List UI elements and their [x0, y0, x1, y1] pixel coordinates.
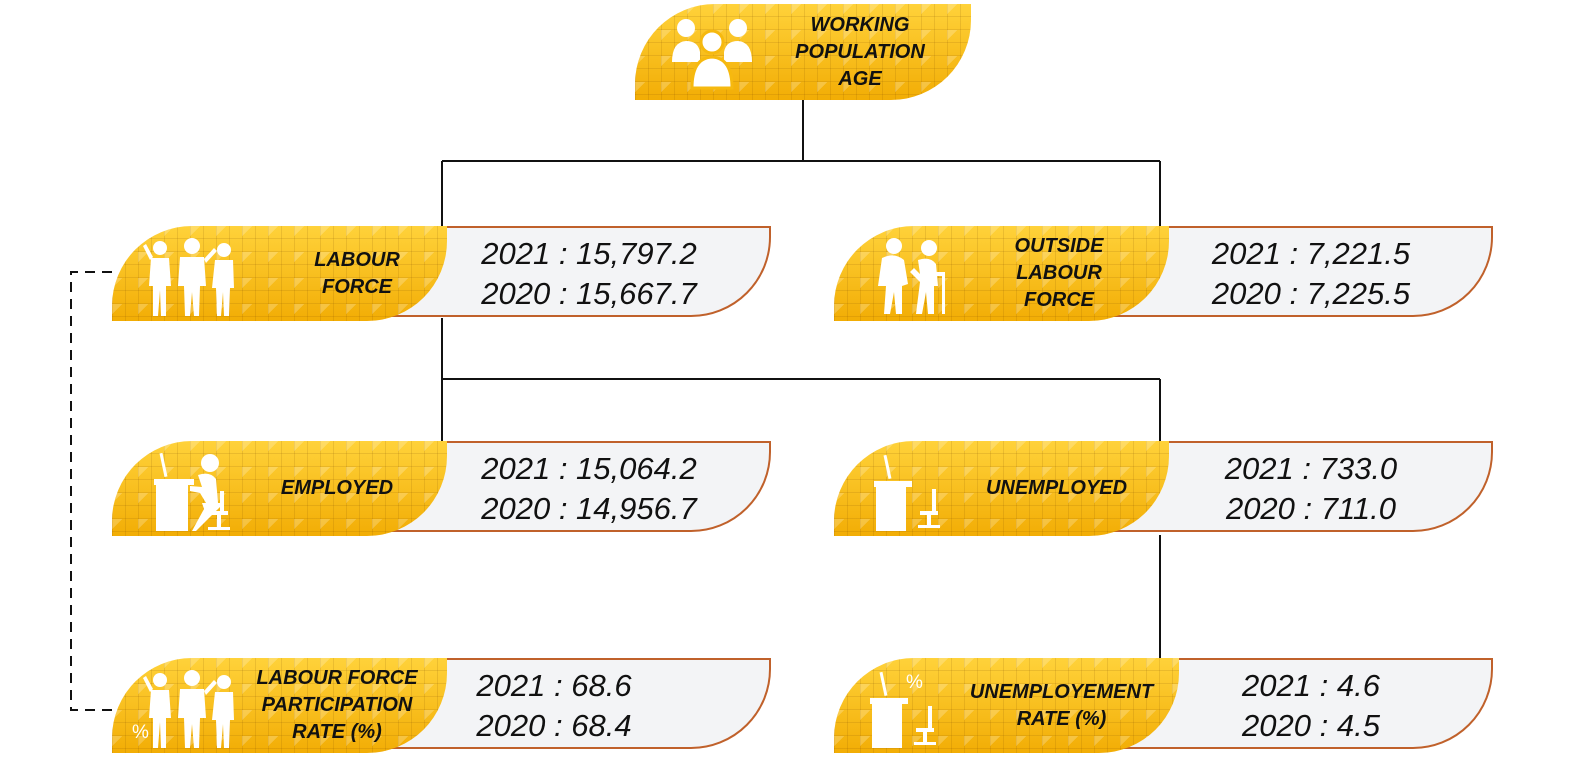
node-employed: 2021 : 15,064.2 2020 : 14,956.7 [112, 441, 771, 536]
value-list: 2021 : 15,064.2 2020 : 14,956.7 [454, 443, 724, 534]
label-line: RATE (%) [292, 720, 382, 743]
value-list: 2021 : 68.6 2020 : 68.4 [434, 660, 674, 751]
workers-percent-icon [142, 668, 242, 750]
elderly-couple-icon [874, 236, 954, 316]
value-list: 2021 : 4.6 2020 : 4.5 [1181, 660, 1441, 751]
label-line: LABOUR [314, 248, 400, 271]
value-2021: 2021 : 68.6 [476, 667, 632, 703]
label-text: UNEMPLOYEMENT RATE (%) [954, 658, 1169, 753]
percent-mark: % [906, 672, 923, 693]
label-line: UNEMPLOYEMENT [969, 680, 1154, 703]
label-line: UNEMPLOYED [985, 477, 1128, 499]
root-node-working-population-age: WORKING POPULATION AGE [635, 4, 971, 100]
value-2021: 2021 : 15,064.2 [481, 450, 697, 486]
node-unemployed: 2021 : 733.0 2020 : 711.0 [834, 441, 1493, 536]
value-2021: 2021 : 7,221.5 [1211, 235, 1411, 271]
label-line: LABOUR FORCE [256, 666, 418, 689]
person-at-desk-icon [150, 451, 234, 533]
label-line: OUTSIDE [1014, 235, 1104, 257]
value-list: 2021 : 733.0 2020 : 711.0 [1181, 443, 1441, 534]
label-block: LABOUR FORCE [112, 226, 447, 321]
label-text: OUTSIDE LABOUR FORCE [984, 226, 1134, 321]
label-block: % LABOUR FORCE PARTICIPATION RATE (%) [112, 658, 447, 753]
node-labour-force: 2021 : 15,797.2 2020 : 15,667.7 [112, 226, 771, 321]
empty-desk-icon [872, 453, 948, 533]
label-text: LABOUR FORCE [272, 226, 442, 321]
value-list: 2021 : 15,797.2 2020 : 15,667.7 [454, 228, 724, 319]
node-outside-labour-force: 2021 : 7,221.5 2020 : 7,225.5 [834, 226, 1493, 321]
root-title-line: WORKING [810, 13, 910, 36]
label-line: EMPLOYED [280, 477, 394, 499]
value-list: 2021 : 7,221.5 2020 : 7,225.5 [1181, 228, 1441, 319]
value-2020: 2020 : 7,225.5 [1211, 275, 1411, 311]
percent-mark: % [132, 722, 149, 743]
connector-root-to-branches [441, 100, 1161, 226]
value-2020: 2020 : 14,956.7 [481, 490, 697, 526]
label-text: EMPLOYED [262, 441, 412, 536]
workers-group-icon [142, 236, 242, 318]
label-line: RATE (%) [1016, 707, 1107, 730]
people-group-icon [669, 16, 755, 90]
root-title-line: POPULATION [795, 40, 925, 63]
label-line: FORCE [1024, 289, 1094, 311]
value-2020: 2020 : 68.4 [476, 707, 632, 743]
label-text: UNEMPLOYED [974, 441, 1139, 536]
root-title-line: AGE [838, 67, 882, 90]
value-2020: 2020 : 15,667.7 [481, 275, 697, 311]
node-participation-rate: 2021 : 68.6 2020 : 68.4 [112, 658, 771, 753]
value-2021: 2021 : 15,797.2 [481, 235, 697, 271]
node-unemployment-rate: 2021 : 4.6 2020 : 4.5 % [834, 658, 1493, 753]
connector-labourforce-to-status [441, 318, 1161, 441]
label-line: FORCE [321, 275, 392, 298]
label-line: LABOUR [1016, 262, 1102, 284]
value-2020: 2020 : 711.0 [1225, 490, 1397, 526]
value-2021: 2021 : 733.0 [1224, 450, 1398, 486]
empty-desk-percent-icon [868, 670, 944, 750]
label-line: PARTICIPATION [261, 693, 413, 716]
value-2021: 2021 : 4.6 [1242, 667, 1380, 703]
label-block: UNEMPLOYED [834, 441, 1169, 536]
label-block: EMPLOYED [112, 441, 447, 536]
root-title: WORKING POPULATION AGE [775, 12, 945, 92]
label-block: OUTSIDE LABOUR FORCE [834, 226, 1169, 321]
label-block: % UNEMPLOYEMENT RATE (%) [834, 658, 1179, 753]
value-2020: 2020 : 4.5 [1242, 707, 1380, 743]
label-text: LABOUR FORCE PARTICIPATION RATE (%) [242, 660, 432, 750]
connector-dashed-participation [70, 271, 112, 711]
